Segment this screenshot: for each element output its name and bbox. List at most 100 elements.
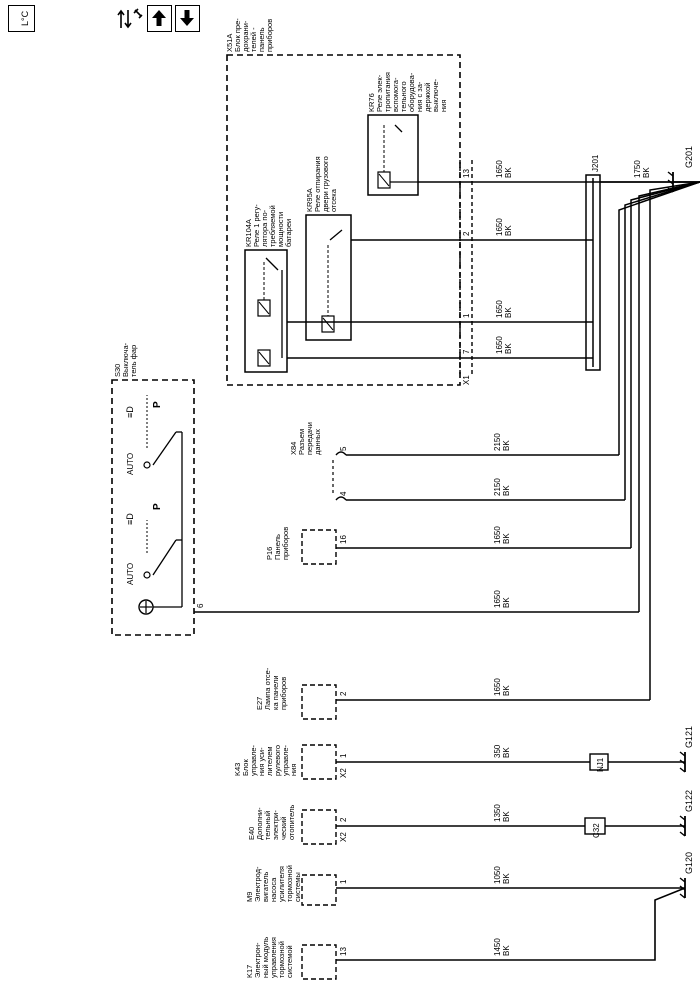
kr76-label-line-5: оборудова- (407, 72, 416, 112)
x51a-label-line-0: X51A (225, 34, 234, 52)
k17-label-line-2: ный модуль (261, 937, 270, 978)
kr95a-label-line-0: KR95A (305, 188, 314, 212)
e40-label-line-3: электри- (271, 810, 280, 840)
e40-wire-color: BK (502, 811, 511, 822)
x84-4-size: 2150 (493, 478, 502, 496)
j201-splice (585, 174, 601, 371)
s30-label-line-0: S30 (113, 364, 122, 377)
kr104a-label-line-4: мощности (276, 212, 285, 247)
k43-label-line-2: управле- (249, 744, 258, 776)
p16-label-line-0: P16 (265, 547, 274, 560)
pin-13: 13 (462, 169, 471, 178)
x84-label-line-2: передачи (305, 422, 314, 455)
w13-color: BK (504, 167, 513, 178)
pin-s30: 6 (196, 603, 205, 608)
p16-wire-color: BK (502, 533, 511, 544)
e40-label-line-5: отопитель (287, 805, 296, 840)
kr76-label-line-7: держкой (423, 83, 432, 112)
m9-wire-size: 1050 (493, 866, 502, 884)
e27-wire-color: BK (502, 685, 511, 696)
k17-label-line-3: управления (269, 937, 278, 978)
m9-label-line-6: системы (293, 872, 302, 902)
up-down-wrench-icon (117, 8, 143, 29)
pin-7: 7 (462, 349, 471, 354)
kr95a-relay (305, 214, 352, 341)
kr104a-label-line-0: KR104A (244, 219, 253, 247)
e27-label-line-3: приборов (279, 677, 288, 710)
g201-ground-icon (667, 171, 700, 193)
park-upper-label: P (152, 401, 163, 408)
pin-e27: 2 (339, 691, 348, 696)
x51a-label-line-5: приборов (265, 19, 274, 52)
kr76-label-line-9: ния (439, 100, 448, 112)
e40-label-line-2: тельный (263, 811, 272, 840)
m9-label-line-4: усилителя (277, 866, 286, 902)
k17-label-line-0: K17 (245, 965, 254, 978)
kr104a-label-line-3: требляемой (268, 205, 277, 247)
w2-size: 1650 (495, 218, 504, 236)
beam-upper-label: ≡D (125, 406, 135, 418)
k43-wire-color: BK (502, 747, 511, 758)
scroll-down-button[interactable] (175, 5, 200, 32)
m9-label-line-2: вигатель (261, 872, 270, 902)
kr104a-label-line-1: Реле 1 регу- (252, 204, 261, 247)
pin-k43: 1 (339, 753, 348, 758)
x51a-enclosure (226, 54, 461, 386)
k43-box (301, 744, 337, 780)
m9-label-line-1: Электрод- (253, 866, 262, 902)
g122-ground-icon (679, 815, 686, 837)
arrow-up-icon (152, 10, 166, 26)
m9-label-line-3: насоса (269, 877, 278, 902)
x84-4-color: BK (502, 485, 511, 496)
e27-label-line-0: E27 (255, 697, 264, 710)
scroll-up-button[interactable] (147, 5, 172, 32)
x84-label-line-3: данных (313, 429, 322, 455)
k17-box (301, 944, 337, 980)
w1750-size: 1750 (633, 160, 642, 178)
p16-box (301, 529, 337, 565)
x2-e40-label: X2 (339, 832, 348, 842)
x51a-label-line-3: телей - (249, 27, 258, 52)
k17-wire-color: BK (502, 945, 511, 956)
k43-label-line-4: лителем (265, 746, 274, 776)
s30-wire-size: 1650 (493, 590, 502, 608)
x84-label-line-0: X84 (289, 442, 298, 455)
g122-label: G122 (684, 790, 694, 812)
k43-label-line-6: управле- (281, 744, 290, 776)
k43-wire-size: 350 (493, 744, 502, 758)
w2-color: BK (504, 225, 513, 236)
pin-k17: 13 (339, 947, 348, 956)
legend-button[interactable]: L°C (8, 5, 35, 32)
pin-x84-5: 5 (339, 446, 348, 451)
j201-label: J201 (591, 154, 600, 172)
kr76-label-line-4: тельного (399, 81, 408, 112)
kr104a-relay (244, 249, 288, 373)
svg-text:L°C: L°C (20, 10, 30, 26)
kr104a-label-line-5: батареи (284, 219, 293, 247)
kr76-label-line-6: ния с за- (415, 81, 424, 112)
wiring-tools-button[interactable] (115, 4, 145, 34)
p16-wire-size: 1650 (493, 526, 502, 544)
s30-wire-color: BK (502, 597, 511, 608)
k43-label-line-5: рулевого (273, 745, 282, 776)
k17-label-line-5: системой (285, 945, 294, 978)
k17-wire-size: 1450 (493, 938, 502, 956)
k43-label-line-0: K43 (233, 763, 242, 776)
k17-label-line-1: Электрон- (253, 942, 262, 978)
pin-e40: 2 (339, 817, 348, 822)
m9-box (301, 874, 337, 906)
w1-size: 1650 (495, 300, 504, 318)
nj1-label: NJ1 (596, 757, 605, 772)
park-lower-label: P (152, 503, 163, 510)
x51a-label-line-2: дохрани- (241, 20, 250, 52)
e40-label-line-4: ческий (279, 817, 288, 841)
pin-x84-4: 4 (339, 491, 348, 496)
p16-label-line-2: приборов (281, 527, 290, 560)
kr76-label-line-0: KR76 (367, 93, 376, 112)
pin-p16: 16 (339, 535, 348, 544)
g121-ground-icon (679, 751, 686, 773)
k43-label-line-3: ния уси- (257, 747, 266, 776)
g120-label: G120 (684, 852, 694, 874)
e27-label-line-1: Лампа отсе- (263, 667, 272, 710)
